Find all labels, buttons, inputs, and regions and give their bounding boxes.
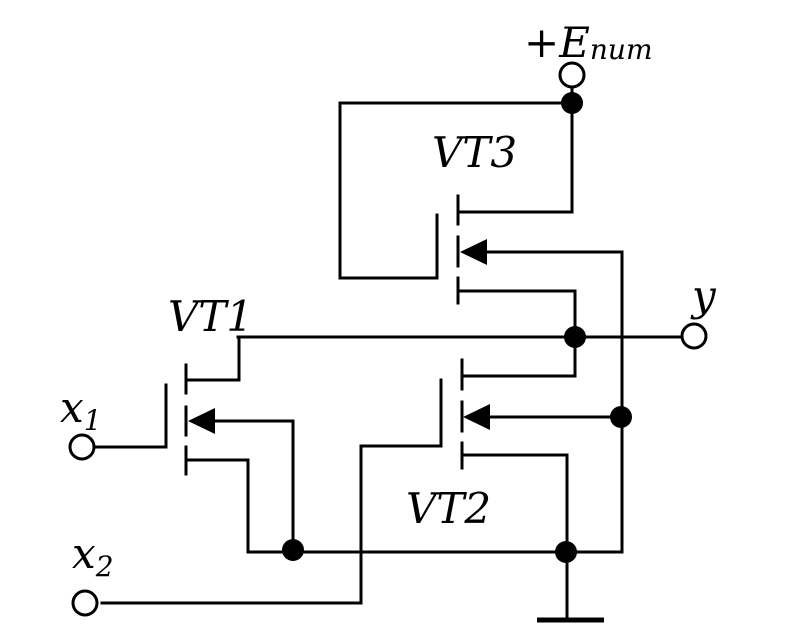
transistor-vt1 (93, 335, 295, 554)
label-output: y (690, 271, 717, 320)
label-vt2: VT2 (406, 484, 491, 533)
label-supply: +Enum (524, 18, 653, 67)
junction-output (564, 326, 586, 348)
terminal-input-x2 (71, 589, 99, 617)
label-vt1: VT1 (168, 292, 253, 341)
output-wiring (236, 335, 684, 378)
junction-substrate-vt2 (610, 406, 632, 428)
terminal-output (680, 322, 708, 350)
transistor-vt2 (100, 358, 624, 622)
terminal-input-x1 (68, 433, 96, 461)
junction-ground (555, 541, 577, 563)
label-vt3: VT3 (432, 128, 517, 177)
label-input-x1: x1 (60, 383, 102, 437)
vt2-substrate-arrow (463, 404, 490, 430)
label-input-x2: x2 (72, 529, 114, 583)
supply-wiring (338, 86, 574, 280)
junction-supply (561, 92, 583, 114)
substrate-bus (246, 250, 624, 554)
vt1-substrate-arrow (188, 408, 215, 434)
terminal-supply (558, 61, 586, 89)
vt3-substrate-arrow (460, 239, 487, 265)
transistor-vt3 (435, 194, 624, 339)
junction-substrate-vt1 (282, 539, 304, 561)
